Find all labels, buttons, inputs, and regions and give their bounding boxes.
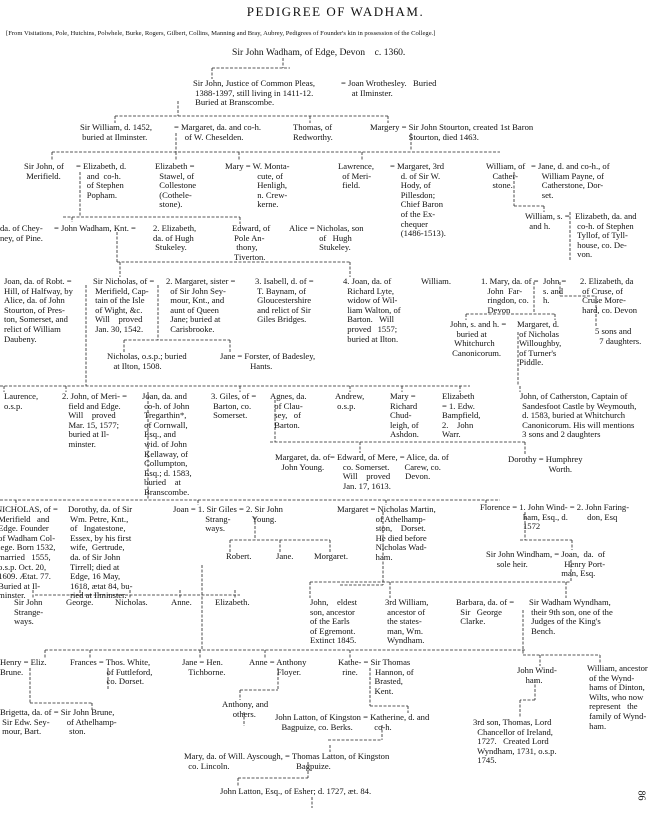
spouse-entry: 4. Joan, da. of Richard Lyte, widow of W…	[343, 276, 401, 344]
spouse-entry: Agnes, da. of Clau- sey, of Barton.	[270, 391, 307, 430]
spouse-entry: Joan, da. of Robt. = Hill, of Halfway, b…	[4, 276, 73, 344]
spouse-entry: Margaret, d. of Nicholas Willoughby, of …	[517, 319, 562, 368]
person-entry: Sir John Wadham, of Edge, Devon c. 1360.	[232, 47, 406, 58]
spouse-entry: Dorothy, da. of Sir Wm. Petre, Knt., of …	[68, 504, 133, 601]
spouse-entry: da. of Chey- ney, of Pine.	[0, 223, 43, 243]
person-entry: Jane.	[276, 551, 294, 561]
spouse-entry: = Margaret, da. and co-h. of W. Cheselde…	[174, 122, 262, 142]
person-entry: Anthony, and others.	[222, 699, 269, 719]
person-entry: Kathe- = Sir Thomas rine. Hannon, of Bra…	[338, 657, 414, 696]
person-entry: Alice = Nicholas, son of Hugh Stukeley.	[289, 223, 364, 253]
person-entry: Andrew, o.s.p.	[335, 391, 365, 411]
person-entry: Elizabeth = 1. Edw. Bampfield, 2. John W…	[442, 391, 481, 440]
person-entry: 3. Giles, of = Barton, co. Somerset.	[211, 391, 257, 421]
person-entry: 5 sons and 7 daughters.	[595, 326, 642, 346]
person-entry: = John Wadham, Knt. =	[54, 223, 136, 233]
person-entry: Sir John Strange- ways.	[14, 597, 44, 627]
person-entry: Morgaret.	[314, 551, 348, 561]
person-entry: Thomas, of Redworthy.	[293, 122, 333, 142]
person-entry: 2. John, of Meri- = field and Edge. Will…	[62, 391, 127, 449]
spouse-entry: = Joan Wrothesley. Buried at Ilminster.	[341, 78, 437, 98]
person-entry: Elizabeth = Stawel, of Collestone (Cothe…	[155, 161, 197, 210]
person-entry: Elizabeth.	[215, 597, 250, 607]
person-entry: Joan = 1. Sir Giles = 2. Sir John Strang…	[173, 504, 283, 534]
person-entry: Sir John, Justice of Common Pleas, 1388-…	[193, 78, 315, 108]
spouse-entry: = Jane, d. and co-h., of William Payne, …	[531, 161, 610, 200]
page-title: PEDIGREE OF WADHAM.	[246, 4, 425, 19]
person-entry: Margaret = Nicholas Martin, of Athelhamp…	[337, 504, 436, 562]
founder-entry: NICHOLAS, of = Merifield and Edge. Found…	[0, 504, 58, 601]
person-entry: Edward, of Pole An- thony, Tiverton.	[232, 223, 271, 262]
spouse-entry: 2. Elizabeth, da of Cruse, of Cruse More…	[580, 276, 638, 315]
person-entry: Anne = Anthony Floyer.	[249, 657, 307, 677]
person-entry: Nicholas, o.s.p.; buried at Ilton, 1508.	[107, 351, 187, 371]
person-entry: 3rd son, Thomas, Lord Chancellor of Irel…	[473, 717, 557, 766]
person-entry: Mary = W. Monta- cute, of Henligh, n. Cr…	[225, 161, 290, 210]
person-entry: William, of Cather- stone.	[486, 161, 526, 191]
person-entry: John Latton, Esq., of Esher; d. 1727, æt…	[220, 786, 372, 796]
sources-note: [From Visitations, Pole, Hutchins, Polwh…	[6, 30, 436, 37]
page-number: 86	[635, 790, 647, 801]
person-entry: George.	[66, 597, 94, 607]
person-entry: Sir Wadham Wyndham, their 9th son, one o…	[529, 597, 613, 636]
person-entry: Lawrence, of Meri- field.	[338, 161, 375, 191]
person-entry: Mary = Richard Chud- leigh, of Ashdon.	[390, 391, 419, 440]
person-entry: Henry = Eliz. Brune.	[0, 657, 47, 677]
person-entry: Sir William, d. 1452, buried at Ilminste…	[80, 122, 153, 142]
person-entry: Florence = 1. John Wind- = 2. John Farin…	[480, 502, 630, 532]
person-entry: Robert.	[226, 551, 252, 561]
person-entry: Sir John Windham, = Joan, da. of sole he…	[486, 549, 606, 579]
person-entry: John, of Catherston, Captain of Sandesfo…	[520, 391, 637, 440]
person-entry: John, s. and h. = buried at Whitchurch C…	[450, 319, 507, 358]
person-entry: Anne.	[171, 597, 192, 607]
person-entry: Laurence, o.s.p.	[4, 391, 39, 411]
spouse-entry: = Elizabeth, d. and co-h. of Stephen Pop…	[76, 161, 127, 200]
spouse-entry: Joan, da. and co-h. of John Tregarthin*,…	[142, 391, 192, 497]
spouse-entry: 1. Mary, da. of = John Far- ringdon, co.…	[481, 276, 539, 315]
person-entry: John = s. and h.	[543, 276, 567, 306]
spouse-entry: Elizabeth, da. and co-h. of Stephen Tyll…	[575, 211, 637, 260]
spouse-entry: Barbara, da. of = Sir George Clarke.	[456, 597, 515, 627]
person-entry: Jane = Hen. Tichborne.	[182, 657, 226, 677]
person-entry: William, s. = and h.	[525, 211, 570, 231]
spouse-entry: = Margaret, 3rd d. of Sir W. Hody, of Pi…	[390, 161, 446, 239]
spouse-entry: 3. Isabell, d. of = T. Baynam, of Glouce…	[255, 276, 314, 325]
person-entry: Margery = Sir John Stourton, created 1st…	[370, 122, 534, 142]
person-entry: Brigetta, da. of = Sir John Brune, Sir E…	[0, 707, 117, 737]
person-entry: Nicholas.	[115, 597, 148, 607]
person-entry: John, eldest son, ancestor of the Earls …	[310, 597, 358, 646]
person-entry: William.	[421, 276, 451, 286]
person-entry: Frances = Thos. White, of Futtleford, co…	[70, 657, 153, 687]
spouse-entry: 2. Elizabeth, da. of Hugh Stukeley.	[153, 223, 197, 253]
person-entry: 3rd William, ancestor of the states- man…	[385, 597, 429, 646]
person-entry: Dorothy = Humphrey Worth.	[508, 454, 583, 474]
spouse-entry: 2. Margaret, sister = of Sir John Sey- m…	[166, 276, 236, 334]
person-entry: Jane = Forster, of Badesley, Hants.	[220, 351, 316, 371]
person-entry: John Latton, of Kingston = Katherine, d.…	[275, 712, 430, 732]
person-entry: = Edward, of Mere, = Alice, da. of co. S…	[330, 452, 449, 491]
person-entry: Sir Nicholas, of = Merifield, Cap- tain …	[93, 276, 155, 334]
spouse-entry: Margaret, da. of John Young.	[275, 452, 331, 472]
person-entry: Sir John, of Merifield.	[24, 161, 64, 181]
person-entry: Mary, da. of Will. Ayscough, = Thomas La…	[184, 751, 390, 771]
person-entry: William, ancestor of the Wynd- hams of D…	[587, 663, 648, 731]
person-entry: John Wind- ham.	[517, 665, 557, 685]
